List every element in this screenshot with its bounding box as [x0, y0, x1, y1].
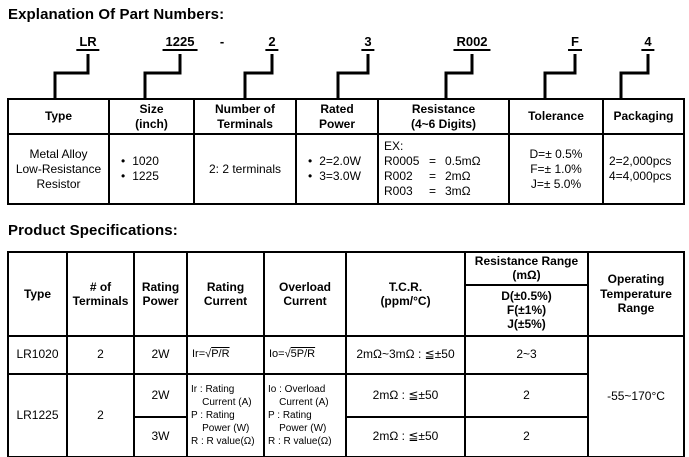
- column-header-size: Size (inch): [108, 98, 195, 135]
- column-header-terminals: # of Terminals: [66, 251, 135, 337]
- spec-row-lr1225-3w: 3W 2mΩ : ≦±50 2: [8, 415, 684, 457]
- radicand: 5P/R: [290, 347, 316, 360]
- column-header-resistance: Resistance (4~6 Digits): [377, 98, 510, 135]
- part-number-segment-power: 3: [361, 34, 375, 51]
- column-header-rated-power: Rated Power: [295, 98, 379, 135]
- column-header-tcr: T.C.R. (ppm/°C): [345, 251, 466, 337]
- cell-resistance-examples: EX: R0005=0.5mΩ R002=2mΩ R003=3mΩ: [377, 133, 510, 205]
- cell-resistance-range: 2: [464, 372, 589, 418]
- part-number-segment-type: LR: [76, 34, 100, 51]
- section-title-part-numbers: Explanation Of Part Numbers:: [8, 6, 225, 23]
- table1-data-row: Metal Alloy Low-Resistance Resistor 1020…: [7, 133, 685, 205]
- part-number-explanation-table: Type Size (inch) Number of Terminals Rat…: [7, 98, 685, 205]
- cell-terminals: 2: [66, 334, 135, 375]
- rated-power-option: 2=2.0W: [308, 154, 374, 169]
- table1-header-row: Type Size (inch) Number of Terminals Rat…: [7, 98, 685, 135]
- cell-resistance-range: 2~3: [464, 334, 589, 375]
- size-option: 1020: [121, 154, 190, 169]
- cell-tcr: 2mΩ : ≦±50: [345, 372, 466, 418]
- table2-subheader-row: D(±0.5%) F(±1%) J(±5%): [8, 283, 684, 337]
- cell-rating-current-formula: Ir=√P/R: [186, 334, 265, 375]
- resistance-example: R003=3mΩ: [384, 184, 471, 198]
- column-header-type: Type: [7, 98, 110, 135]
- rated-power-option: 3=3.0W: [308, 169, 374, 184]
- spec-row-lr1020: LR1020 2 2W Ir=√P/R Io=√5P/R 2mΩ~3mΩ : ≦…: [7, 334, 685, 457]
- cell-tcr: 2mΩ : ≦±50: [345, 415, 466, 457]
- part-number-segment-size: 1225: [162, 34, 198, 51]
- part-number-segment-resistance: R002: [453, 34, 491, 51]
- column-subheader-resistance-tolerances: D(±0.5%) F(±1%) J(±5%): [464, 283, 589, 337]
- cell-packaging: 2=2,000pcs 4=4,000pcs: [602, 133, 685, 205]
- column-header-operating-temperature: Operating Temperature Range: [587, 251, 685, 337]
- part-number-segment-packaging: 4: [641, 34, 655, 51]
- column-header-type: Type: [7, 251, 68, 337]
- cell-terminals: 2: 2 terminals: [193, 133, 297, 205]
- column-header-tolerance: Tolerance: [508, 98, 604, 135]
- cell-overload-current-formula: Io=√5P/R: [263, 334, 347, 375]
- cell-rating-current-legend: Ir : Rating Current (A) P : Rating Power…: [186, 372, 265, 457]
- table2-header-row: Type # of Terminals Rating Power Rating …: [7, 251, 685, 337]
- part-number-segment-separator: -: [219, 34, 225, 49]
- cell-type: LR1020: [7, 334, 68, 375]
- cell-type: LR1225: [7, 372, 68, 457]
- cell-type: Metal Alloy Low-Resistance Resistor: [7, 133, 110, 205]
- radicand: P/R: [211, 347, 230, 360]
- product-specifications-table: Type # of Terminals Rating Power Rating …: [7, 251, 685, 457]
- cell-tcr: 2mΩ~3mΩ : ≦±50: [345, 334, 466, 375]
- resistance-example: R002=2mΩ: [384, 169, 471, 183]
- column-header-resistance-range: Resistance Range (mΩ): [464, 251, 589, 286]
- cell-rating-power: 3W: [133, 415, 188, 457]
- cell-rating-power: 2W: [133, 334, 188, 375]
- column-header-rating-current: Rating Current: [186, 251, 265, 337]
- cell-operating-temperature: -55~170°C: [587, 334, 685, 457]
- size-option: 1225: [121, 169, 190, 184]
- cell-rating-power: 2W: [133, 372, 188, 418]
- cell-resistance-range: 2: [464, 415, 589, 457]
- cell-overload-current-legend: Io : Overload Current (A) P : Rating Pow…: [263, 372, 347, 457]
- part-number-connector-lines: [53, 54, 650, 98]
- part-number-segment-tolerance: F: [568, 34, 582, 51]
- section-title-specifications: Product Specifications:: [8, 222, 178, 239]
- spec-row-lr1225-2w: LR1225 2 2W Ir : Rating Current (A) P : …: [7, 372, 684, 457]
- cell-rated-power: 2=2.0W 3=3.0W: [295, 133, 379, 205]
- cell-sizes: 1020 1225: [108, 133, 195, 205]
- resistance-example-label: EX:: [384, 139, 404, 153]
- column-header-packaging: Packaging: [602, 98, 685, 135]
- cell-terminals: 2: [66, 372, 135, 457]
- cell-tolerance: D=± 0.5% F=± 1.0% J=± 5.0%: [508, 133, 604, 205]
- column-header-terminals: Number of Terminals: [193, 98, 297, 135]
- column-header-overload-current: Overload Current: [263, 251, 347, 337]
- part-number-segment-terminals: 2: [265, 34, 279, 51]
- column-header-rating-power: Rating Power: [133, 251, 188, 337]
- resistance-example: R0005=0.5mΩ: [384, 154, 481, 168]
